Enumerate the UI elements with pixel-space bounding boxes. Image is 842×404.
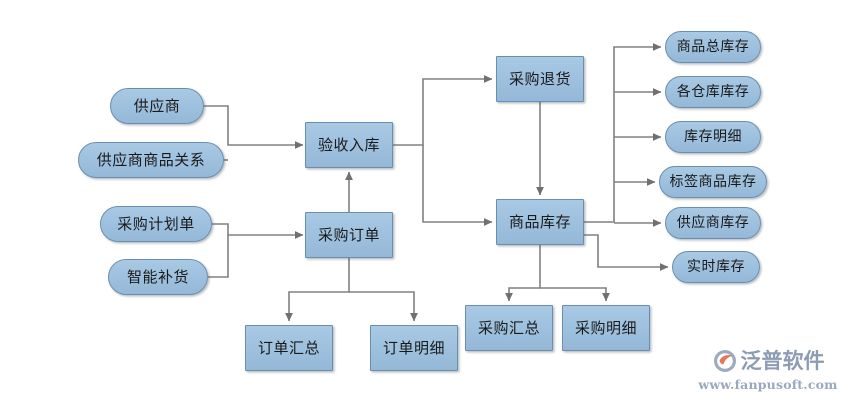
node-label: 供应商商品关系 [96, 150, 206, 169]
node-label: 智能补货 [126, 267, 189, 286]
node-label: 标签商品库存 [669, 174, 757, 190]
node-zhineng-buhuo[interactable]: 智能补货 [108, 259, 208, 295]
node-shangpin-zong-kucun[interactable]: 商品总库存 [665, 31, 761, 63]
node-label: 供应商库存 [676, 215, 750, 231]
edge-order-to-order-detail [349, 291, 418, 322]
edge-plan-to-order [212, 223, 304, 239]
edge-replenish-join [208, 235, 229, 278]
edge-stock-to-realtime-stock [584, 234, 669, 271]
fanpu-logo-icon [712, 348, 738, 374]
watermark-url: www.fanpusoft.com [698, 377, 838, 392]
node-dingdan-huizong[interactable]: 订单汇总 [245, 325, 333, 371]
edge-supplier-to-inbound [204, 105, 304, 149]
node-caigou-dingdan[interactable]: 采购订单 [305, 212, 393, 258]
node-kucun-mingxi[interactable]: 库存明细 [665, 121, 761, 153]
edge-inbound-to-return [393, 75, 493, 146]
watermark-brand: 泛普软件 [740, 348, 825, 373]
node-biaoqian-kucun[interactable]: 标签商品库存 [659, 166, 767, 198]
edge-order-to-order-summary [285, 258, 350, 322]
node-gecang-kucun[interactable]: 各仓库库存 [665, 76, 761, 108]
edge-inbound-to-stock [422, 145, 493, 226]
node-label: 采购订单 [317, 225, 380, 244]
node-label: 采购明细 [574, 318, 637, 337]
node-caigou-jihuadan[interactable]: 采购计划单 [100, 206, 212, 242]
edge-stock-to-total-stock [584, 43, 662, 223]
node-label: 验收入库 [317, 135, 380, 154]
node-gongyingshang[interactable]: 供应商 [110, 88, 204, 124]
node-label: 订单明细 [382, 338, 445, 357]
node-gys-kucun[interactable]: 供应商库存 [665, 207, 761, 239]
watermark: 泛普软件 www.fanpusoft.com [698, 342, 838, 398]
node-dingdan-mingxi[interactable]: 订单明细 [370, 325, 458, 371]
node-caigou-tuihuo[interactable]: 采购退货 [496, 56, 584, 102]
node-label: 各仓库库存 [676, 84, 750, 100]
node-yanshou-ruku[interactable]: 验收入库 [305, 122, 393, 168]
node-label: 订单汇总 [257, 338, 320, 357]
node-label: 实时库存 [687, 259, 745, 275]
node-gys-shangpin-guanxi[interactable]: 供应商商品关系 [78, 142, 224, 178]
node-caigou-mingxi[interactable]: 采购明细 [562, 305, 650, 351]
node-label: 商品库存 [508, 212, 571, 231]
node-label: 供应商 [133, 96, 181, 115]
node-shishi-kucun[interactable]: 实时库存 [672, 251, 760, 283]
node-label: 商品总库存 [676, 39, 750, 55]
node-label: 采购退货 [508, 69, 571, 88]
node-label: 库存明细 [684, 129, 742, 145]
node-caigou-huizong[interactable]: 采购汇总 [465, 305, 553, 351]
node-label: 采购汇总 [477, 318, 540, 337]
node-label: 采购计划单 [117, 214, 195, 233]
node-shangpin-kucun[interactable]: 商品库存 [496, 199, 584, 245]
edge-stock-to-purchase-detail [540, 287, 610, 302]
edge-stock-to-purchase-summary [505, 245, 541, 302]
